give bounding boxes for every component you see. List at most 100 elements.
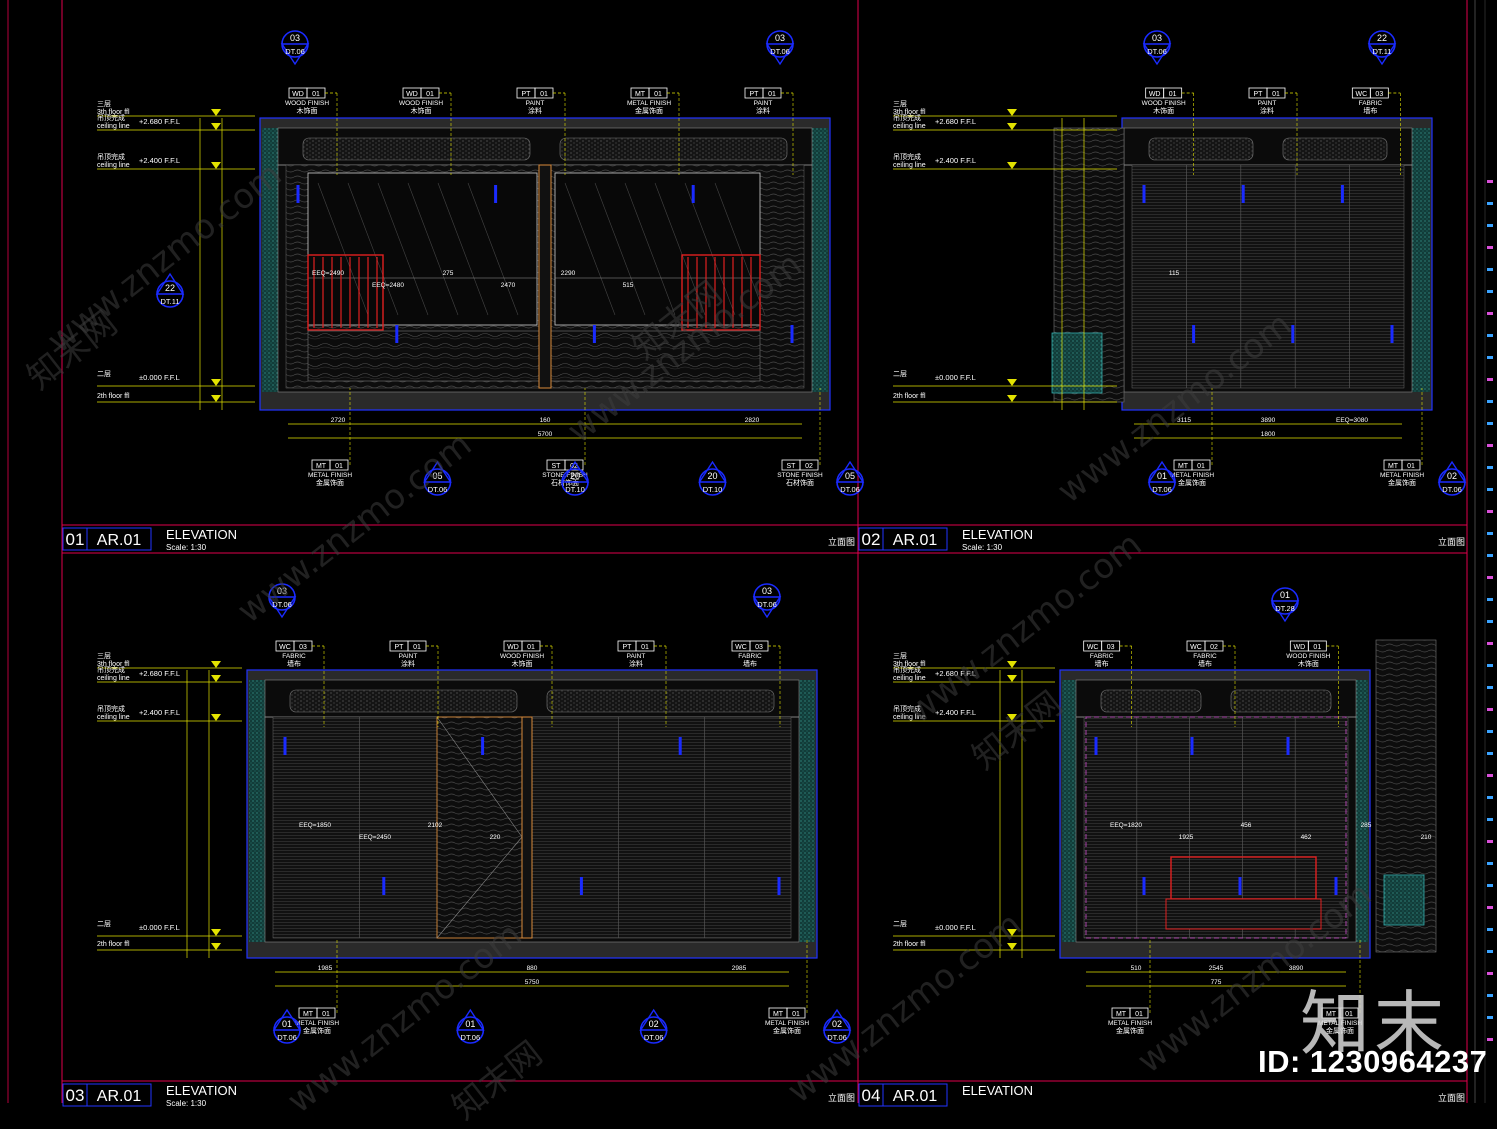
wall-hatch-right: [1412, 128, 1430, 392]
material-tag-number: 01: [322, 1011, 330, 1018]
level-value: +2.400 F.F.L: [935, 156, 976, 165]
material-tag-code: MT: [1178, 463, 1189, 470]
level-triangle: [1007, 675, 1017, 682]
title-code: AR.01: [97, 532, 142, 549]
material-tag-num-box: [329, 459, 349, 471]
level-triangle: [211, 943, 221, 950]
callout-ref: DT.06: [1147, 47, 1167, 56]
title-code: AR.01: [97, 1088, 142, 1105]
blue-marker: [1192, 325, 1196, 343]
material-tag-code: ST: [552, 463, 562, 470]
level-label-cn: 三层: [97, 100, 111, 108]
material-tag-chinese: 涂料: [629, 659, 643, 668]
level-triangle: [211, 162, 221, 169]
callout-number: 05: [845, 471, 855, 481]
level-value: +2.400 F.F.L: [139, 708, 180, 717]
dimension-text: 220: [490, 834, 501, 841]
dimension-text: 456: [1241, 822, 1252, 829]
material-tag-chinese: 木饰面: [411, 106, 432, 115]
blue-marker: [481, 737, 485, 755]
side-legend-mark: [1487, 356, 1493, 359]
material-tag-number: 01: [641, 644, 649, 651]
material-tag-chinese: 金属饰面: [1116, 1026, 1144, 1035]
dimension-text: 775: [1211, 979, 1222, 986]
side-legend-mark: [1487, 642, 1493, 645]
side-legend-mark: [1487, 884, 1493, 887]
blue-marker: [790, 325, 794, 343]
material-tag-english: PAINT: [399, 653, 418, 660]
callout-ref: DT.11: [160, 297, 179, 306]
callout-number: 22: [1377, 33, 1387, 43]
level-label-cn: 二层: [97, 370, 111, 378]
material-tag-english: FABRIC: [282, 653, 306, 660]
sheet-frame: [7, 0, 1493, 1103]
material-tag-code: WC: [1087, 644, 1099, 651]
dimension-text: 2545: [1209, 965, 1224, 972]
material-tag-chinese: 涂料: [401, 659, 415, 668]
level-label-en: 2th floor ffl: [97, 393, 130, 400]
level-label-cn: 吊顶完成: [97, 665, 125, 674]
glass-display: [554, 172, 761, 326]
ceiling-cove: [289, 689, 518, 713]
material-tag-english: STONE FINISH: [542, 472, 588, 479]
material-tag-number: 01: [792, 1011, 800, 1018]
callout-ref: DT.06: [757, 600, 777, 609]
level-value: +2.400 F.F.L: [139, 156, 180, 165]
dimension-text: 510: [1131, 965, 1142, 972]
red-screen: [307, 254, 384, 331]
level-triangle: [1007, 714, 1017, 721]
title-code-box: [86, 1083, 152, 1107]
dimension-text: EEQ=1820: [1110, 822, 1142, 829]
material-tag-english: WOOD FINISH: [1142, 100, 1186, 107]
title-text: ELEVATION: [962, 527, 1033, 542]
level-value: +2.400 F.F.L: [935, 708, 976, 717]
material-tag-num-box: [1129, 1007, 1149, 1019]
level-triangle: [211, 379, 221, 386]
level-triangle: [211, 675, 221, 682]
metal-divider: [538, 164, 552, 389]
side-legend-mark: [1487, 774, 1493, 777]
level-marker: 二层±0.000 F.F.L: [893, 370, 1117, 387]
blue-marker: [382, 877, 386, 895]
material-tag-number: 01: [413, 644, 421, 651]
dimension-text: 3115: [1177, 417, 1191, 424]
material-tag-english: METAL FINISH: [627, 100, 671, 107]
level-label-en: 3th floor ffl: [97, 661, 130, 668]
callout-ref: DT.06: [272, 600, 292, 609]
level-triangle: [1007, 929, 1017, 936]
callout-number: 01: [282, 1019, 292, 1029]
side-legend-mark: [1487, 972, 1493, 975]
material-tag-number: 03: [1375, 91, 1383, 98]
material-tag-number: 03: [755, 644, 763, 651]
title-text: ELEVATION: [166, 527, 237, 542]
material-tag-code: MT: [1326, 1011, 1337, 1018]
callout-number: 02: [1447, 471, 1457, 481]
blue-marker: [691, 185, 695, 203]
side-legend-mark: [1487, 664, 1493, 667]
level-label-cn: 吊顶完成: [97, 704, 125, 713]
material-tag-chinese: 金属饰面: [773, 1026, 801, 1035]
level-label-cn: 三层: [893, 100, 907, 108]
material-tag-chinese: 金属饰面: [316, 478, 344, 487]
title-scale: Scale: 1:30: [166, 543, 207, 552]
side-legend-mark: [1487, 730, 1493, 733]
callout-number: 03: [1152, 33, 1162, 43]
level-triangle: [1007, 123, 1017, 130]
material-tag-code: WC: [735, 644, 747, 651]
title-text: ELEVATION: [166, 1083, 237, 1098]
title-text: ELEVATION: [962, 1083, 1033, 1098]
material-tag-code: PT: [395, 644, 405, 651]
material-tag-num-box: [1339, 1007, 1359, 1019]
material-tag-chinese: 金属饰面: [303, 1026, 331, 1035]
